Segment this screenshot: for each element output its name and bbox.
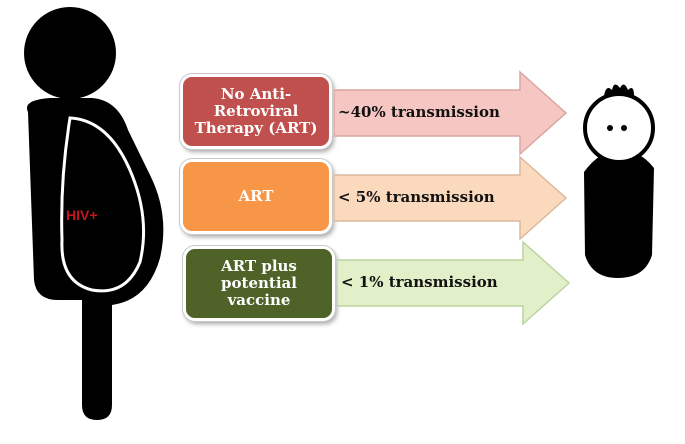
art-arrow: < 5% transmission <box>334 155 570 241</box>
hiv-positive-label: HIV+ <box>66 207 98 223</box>
art-box: ART <box>180 159 332 234</box>
art-transmission-label: < 5% transmission <box>338 188 495 206</box>
no-art-transmission-label: ~40% transmission <box>338 103 500 121</box>
art-vaccine-transmission-label: < 1% transmission <box>341 273 498 291</box>
art-vaccine-box: ART plus potential vaccine <box>183 246 335 321</box>
no-art-box: No Anti- Retroviral Therapy (ART) <box>180 74 332 149</box>
no-art-arrow: ~40% transmission <box>334 70 570 156</box>
art-vaccine-arrow: < 1% transmission <box>337 240 573 326</box>
